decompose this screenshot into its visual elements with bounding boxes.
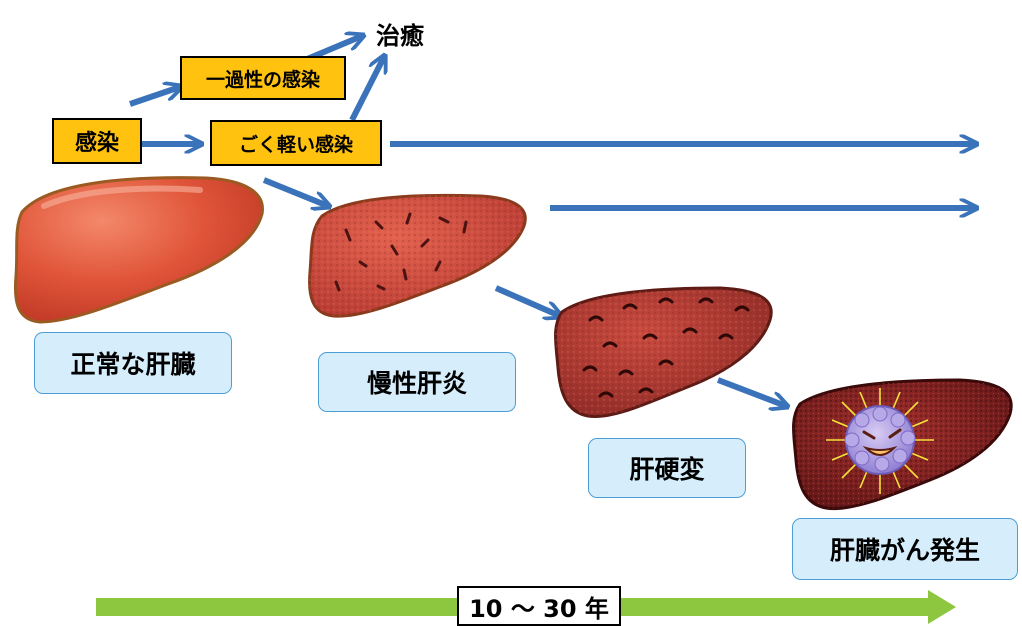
- transient-infection-label: 一過性の感染: [180, 56, 346, 100]
- tumor: [844, 405, 916, 475]
- mild-infection-label: ごく軽い感染: [210, 120, 382, 166]
- arrow-to-chronic-hepatitis: [262, 177, 328, 206]
- normal-liver-label: 正常な肝臓: [34, 332, 232, 394]
- cirrhosis-label: 肝硬変: [588, 438, 746, 498]
- cure-label: 治癒: [376, 22, 424, 50]
- arrow-to-liver-cancer: [716, 377, 786, 406]
- normal-liver-image: [13, 176, 264, 324]
- infection-label: 感染: [52, 118, 142, 164]
- cirrhosis-liver-image: [554, 286, 773, 419]
- liver-cancer-image: [792, 378, 1013, 511]
- chronic-hepatitis-label: 慢性肝炎: [318, 352, 516, 412]
- period-label: 10 ～ 30 年: [457, 586, 621, 626]
- arrow-to-cirrhosis: [494, 285, 560, 316]
- arrow-infection-to-transient: [129, 87, 180, 107]
- chronic-hepatitis-liver-image: [308, 193, 527, 318]
- arrow-mild-to-cure: [349, 57, 384, 122]
- liver-cancer-label: 肝臓がん発生: [792, 518, 1018, 580]
